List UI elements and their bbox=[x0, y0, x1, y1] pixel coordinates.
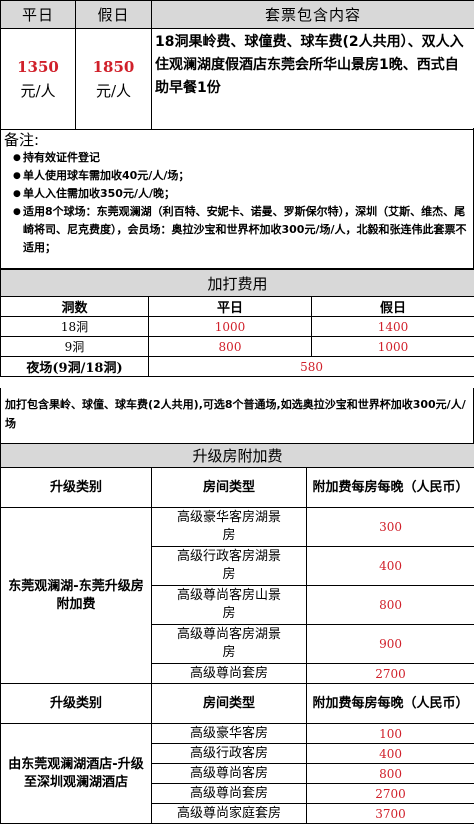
col-fee: 附加费每房每晚（人民币） bbox=[305, 467, 474, 508]
table-row: 高级尊尚套房 2700 bbox=[1, 663, 474, 684]
weekday-price-unit: 元/人 bbox=[20, 82, 56, 100]
room-type: 高级豪华客房 bbox=[151, 723, 307, 744]
header-weekday: 平日 bbox=[0, 0, 76, 29]
room-type: 高级行政客房湖景房 bbox=[151, 546, 307, 586]
upgrade-category: 由东莞观澜湖酒店-升级至深圳观澜湖酒店 bbox=[0, 723, 152, 824]
note-item: ●单人使用球车需加收40元/人/场； bbox=[13, 167, 469, 185]
night-label: 夜场(9洞/18洞) bbox=[0, 356, 149, 377]
package-content: 18洞果岭费、球僮费、球车费(2人共用）、双人入住观澜湖度假酒店东莞会所华山景房… bbox=[151, 28, 474, 130]
holiday-price-cell: 1850 元/人 bbox=[75, 28, 152, 130]
holiday-fee: 1400 bbox=[310, 316, 474, 337]
header-content: 套票包含内容 bbox=[151, 0, 474, 29]
holes-label: 18洞 bbox=[0, 316, 149, 337]
room-fee: 2700 bbox=[305, 663, 474, 684]
col-category: 升级类别 bbox=[0, 467, 152, 508]
table-row: 高级尊尚客房山景房 800 bbox=[1, 585, 474, 625]
col-fee: 附加费每房每晚（人民币） bbox=[305, 683, 474, 724]
table-row: 9洞 800 1000 bbox=[0, 336, 474, 357]
room-type: 高级尊尚家庭套房 bbox=[151, 803, 307, 824]
bullet-icon: ● bbox=[13, 189, 21, 199]
bullet-icon: ● bbox=[13, 171, 21, 181]
table-row: 夜场(9洞/18洞) 580 bbox=[0, 356, 474, 377]
extra-header-weekday: 平日 bbox=[148, 296, 312, 317]
table-row: 由东莞观澜湖酒店-升级至深圳观澜湖酒店 高级豪华客房 100 bbox=[0, 723, 474, 824]
room-fee: 800 bbox=[305, 585, 474, 625]
package-table: 平日 假日 套票包含内容 1350 元/人 1850 元/人 18洞果岭费、球僮… bbox=[0, 0, 474, 130]
col-room: 房间类型 bbox=[151, 683, 307, 724]
package-row: 1350 元/人 1850 元/人 18洞果岭费、球僮费、球车费(2人共用）、双… bbox=[0, 28, 474, 130]
table-row: 18洞 1000 1400 bbox=[0, 316, 474, 337]
col-room: 房间类型 bbox=[151, 467, 307, 508]
room-fee: 900 bbox=[305, 624, 474, 664]
room-type: 高级尊尚套房 bbox=[151, 663, 307, 684]
addon-note: 加打包含果岭、球僮、球车费(2人共用),可选8个普通场,如选奥拉沙宝和世界杯加收… bbox=[0, 388, 474, 444]
table-row: 高级尊尚客房湖景房 900 bbox=[1, 624, 474, 664]
room-type: 高级尊尚套房 bbox=[151, 783, 307, 804]
table-row: 高级行政客房湖景房 400 bbox=[1, 546, 474, 586]
package-header-row: 平日 假日 套票包含内容 bbox=[0, 0, 474, 29]
col-category: 升级类别 bbox=[0, 683, 152, 724]
table-row: 高级行政客房 400 bbox=[1, 743, 474, 764]
extra-header-holes: 洞数 bbox=[0, 296, 149, 317]
room-type: 高级行政客房 bbox=[151, 743, 307, 764]
bullet-icon: ● bbox=[13, 207, 21, 217]
holiday-price: 1850 bbox=[92, 58, 135, 76]
table-row: 东莞观澜湖-东莞升级房附加费 高级豪华客房湖景房 300 bbox=[0, 507, 474, 684]
room-fee: 100 bbox=[305, 723, 474, 744]
weekday-price-cell: 1350 元/人 bbox=[0, 28, 76, 130]
upgrade-category: 东莞观澜湖-东莞升级房附加费 bbox=[0, 507, 152, 684]
room-fee: 2700 bbox=[305, 783, 474, 804]
bullet-icon: ● bbox=[13, 153, 21, 163]
holiday-fee: 1000 bbox=[310, 336, 474, 357]
room-type: 高级豪华客房湖景房 bbox=[151, 507, 307, 547]
table-row: 高级尊尚家庭套房 3700 bbox=[1, 803, 474, 824]
room-fee: 3700 bbox=[305, 803, 474, 824]
note-item: ●适用8个球场：东莞观澜湖（利百特、安妮卡、诺曼、罗斯保尔特），深圳（艾斯、维杰… bbox=[13, 205, 467, 254]
extra-fee-title: 加打费用 bbox=[0, 269, 474, 297]
weekday-fee: 800 bbox=[148, 336, 312, 357]
note-item: ●单人入住需加收350元/人/晚； bbox=[13, 185, 469, 203]
room-type: 高级尊尚客房湖景房 bbox=[151, 624, 307, 664]
notes-section: 备注: ●持有效证件登记 ●单人使用球车需加收40元/人/场； ●单人入住需加收… bbox=[0, 128, 474, 269]
upgrade-title: 升级房附加费 bbox=[0, 443, 474, 468]
weekday-price: 1350 bbox=[17, 58, 59, 76]
room-fee: 400 bbox=[305, 546, 474, 586]
night-price: 580 bbox=[147, 356, 474, 377]
header-holiday: 假日 bbox=[75, 0, 152, 29]
weekday-fee: 1000 bbox=[148, 316, 312, 337]
extra-header-holiday: 假日 bbox=[310, 296, 474, 317]
note-item: ●持有效证件登记 bbox=[13, 149, 469, 167]
upgrade-table: 升级房附加费 升级类别 房间类型 附加费每房每晚（人民币） 东莞观澜湖-东莞升级… bbox=[0, 443, 474, 824]
room-fee: 300 bbox=[305, 507, 474, 547]
notes-list: ●持有效证件登记 ●单人使用球车需加收40元/人/场； ●单人入住需加收350元… bbox=[1, 149, 473, 257]
room-type: 高级尊尚客房 bbox=[151, 763, 307, 784]
room-type: 高级尊尚客房山景房 bbox=[151, 585, 307, 625]
room-fee: 400 bbox=[305, 743, 474, 764]
notes-title: 备注: bbox=[4, 131, 40, 149]
holiday-price-unit: 元/人 bbox=[95, 82, 132, 100]
room-fee: 800 bbox=[305, 763, 474, 784]
holes-label: 9洞 bbox=[0, 336, 149, 357]
extra-fee-table: 加打费用 洞数 平日 假日 18洞 1000 1400 9洞 800 1000 … bbox=[0, 269, 474, 377]
